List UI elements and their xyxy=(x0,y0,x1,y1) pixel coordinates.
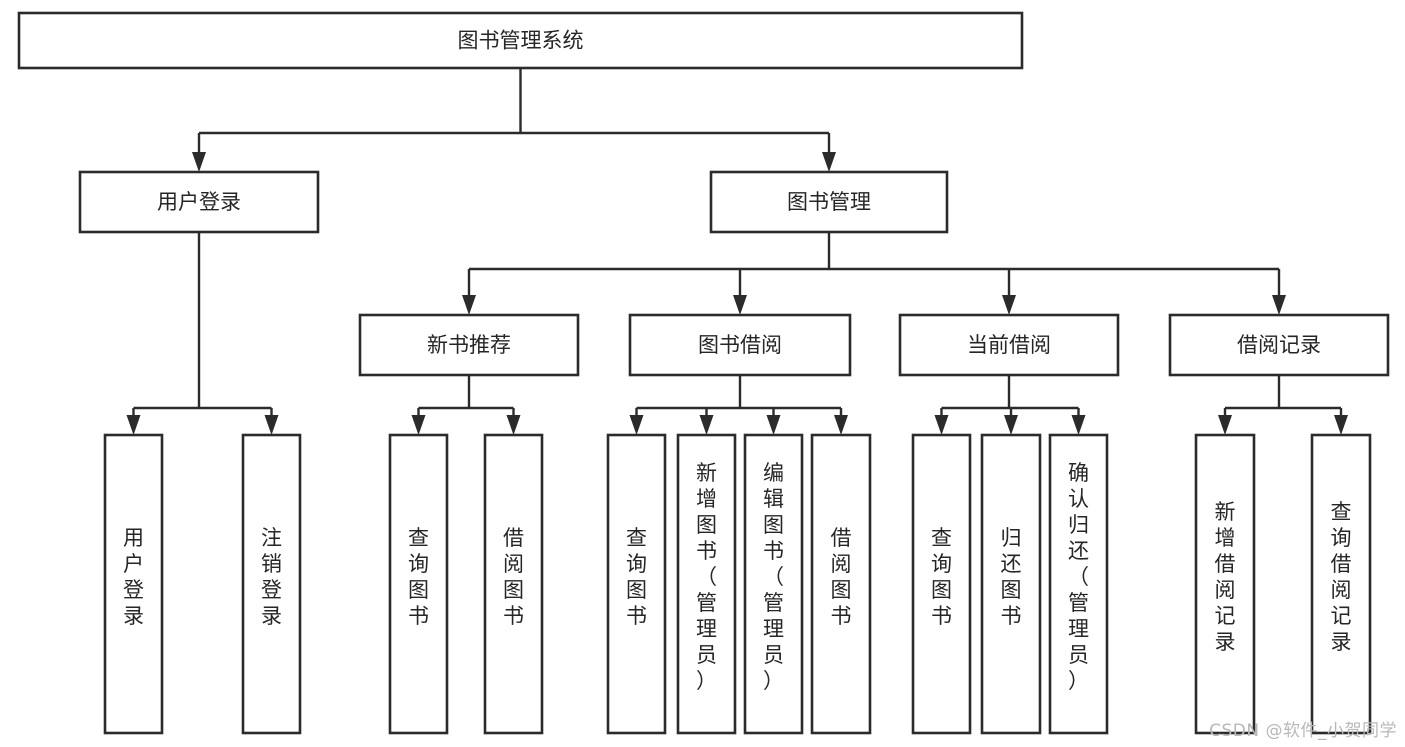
connector-layer xyxy=(126,68,1348,435)
node-box xyxy=(1048,433,1109,735)
node-new-book-rec[interactable]: 新书推荐 xyxy=(358,313,580,377)
node-box xyxy=(676,433,737,735)
node-box xyxy=(483,433,544,735)
node-label: 借阅记录 xyxy=(1237,333,1321,357)
node-label: 图书借阅 xyxy=(698,333,782,357)
node-book-borrow[interactable]: 图书借阅 xyxy=(628,313,852,377)
node-box xyxy=(1168,313,1390,377)
node-root[interactable]: 图书管理系统 xyxy=(17,11,1024,70)
node-box xyxy=(103,433,164,735)
node-box xyxy=(78,170,320,234)
arrow-head-icon xyxy=(411,415,426,435)
arrow-head-icon xyxy=(192,152,206,172)
node-leaf-user-login[interactable]: 用户登录 xyxy=(103,433,164,735)
node-current-borrow[interactable]: 当前借阅 xyxy=(898,313,1120,377)
node-leaf-add-record[interactable]: 新增借阅记录 xyxy=(1194,433,1256,735)
node-label: 图书管理系统 xyxy=(458,29,584,53)
node-box xyxy=(911,433,972,735)
arrow-head-icon xyxy=(766,415,781,435)
node-box xyxy=(388,433,449,735)
node-label: 图书管理 xyxy=(787,190,871,214)
node-box xyxy=(1194,433,1256,735)
node-leaf-edit-book[interactable]: 编辑图书（管理员） xyxy=(743,433,804,735)
arrow-head-icon xyxy=(506,415,521,435)
node-box xyxy=(709,170,949,234)
arrow-head-icon xyxy=(1004,415,1018,435)
node-label: 确认归还（管理员） xyxy=(1068,461,1089,693)
node-user-login[interactable]: 用户登录 xyxy=(78,170,320,234)
node-box xyxy=(241,433,302,735)
node-leaf-return-book[interactable]: 归还图书 xyxy=(980,433,1042,735)
arrow-head-icon xyxy=(1071,415,1086,435)
node-label: 新增借阅记录 xyxy=(1215,500,1236,654)
arrow-head-icon xyxy=(1272,295,1286,315)
node-box xyxy=(898,313,1120,377)
node-label: 借阅图书 xyxy=(503,526,524,628)
node-leaf-query-book-3[interactable]: 查询图书 xyxy=(911,433,972,735)
node-label: 借阅图书 xyxy=(831,526,852,628)
arrow-head-icon xyxy=(934,415,949,435)
node-label: 用户登录 xyxy=(123,526,144,628)
node-box xyxy=(628,313,852,377)
node-label: 归还图书 xyxy=(1001,526,1022,628)
node-label: 新增图书（管理员） xyxy=(696,461,717,693)
node-leaf-query-record[interactable]: 查询借阅记录 xyxy=(1310,433,1372,735)
node-label: 查询图书 xyxy=(626,526,647,628)
arrow-head-icon xyxy=(1218,415,1232,435)
watermark: CSDN @软件_小贺同学 xyxy=(1209,721,1397,741)
node-label: 编辑图书（管理员） xyxy=(763,461,784,693)
node-box xyxy=(17,11,1024,70)
arrow-head-icon xyxy=(1334,415,1348,435)
node-label: 查询图书 xyxy=(408,526,429,628)
node-leaf-add-book[interactable]: 新增图书（管理员） xyxy=(676,433,737,735)
arrow-head-icon xyxy=(733,295,747,315)
arrow-head-icon xyxy=(1002,295,1016,315)
arrow-head-icon xyxy=(462,295,476,315)
node-leaf-query-book-2[interactable]: 查询图书 xyxy=(606,433,667,735)
node-box xyxy=(1310,433,1372,735)
arrow-head-icon xyxy=(822,152,836,172)
node-box xyxy=(980,433,1042,735)
node-leaf-borrow-book-1[interactable]: 借阅图书 xyxy=(483,433,544,735)
node-leaf-confirm-return[interactable]: 确认归还（管理员） xyxy=(1048,433,1109,735)
node-label: 注销登录 xyxy=(261,526,282,628)
node-box xyxy=(743,433,804,735)
node-leaf-query-book-1[interactable]: 查询图书 xyxy=(388,433,449,735)
arrow-head-icon xyxy=(699,415,714,435)
arrow-head-icon xyxy=(834,415,848,435)
arrow-head-icon xyxy=(629,415,644,435)
node-label: 用户登录 xyxy=(157,190,241,214)
node-layer: 图书管理系统用户登录图书管理新书推荐图书借阅当前借阅借阅记录用户登录注销登录查询… xyxy=(17,11,1390,735)
node-label: 新书推荐 xyxy=(427,333,511,357)
node-box xyxy=(810,433,872,735)
arrow-head-icon xyxy=(126,415,141,435)
node-box xyxy=(358,313,580,377)
node-leaf-borrow-book-2[interactable]: 借阅图书 xyxy=(810,433,872,735)
node-label: 查询借阅记录 xyxy=(1331,500,1352,654)
node-borrow-record[interactable]: 借阅记录 xyxy=(1168,313,1390,377)
node-box xyxy=(606,433,667,735)
node-leaf-logout[interactable]: 注销登录 xyxy=(241,433,302,735)
node-label: 当前借阅 xyxy=(967,333,1051,357)
node-label: 查询图书 xyxy=(931,526,952,628)
arrow-head-icon xyxy=(264,415,279,435)
node-book-manage[interactable]: 图书管理 xyxy=(709,170,949,234)
